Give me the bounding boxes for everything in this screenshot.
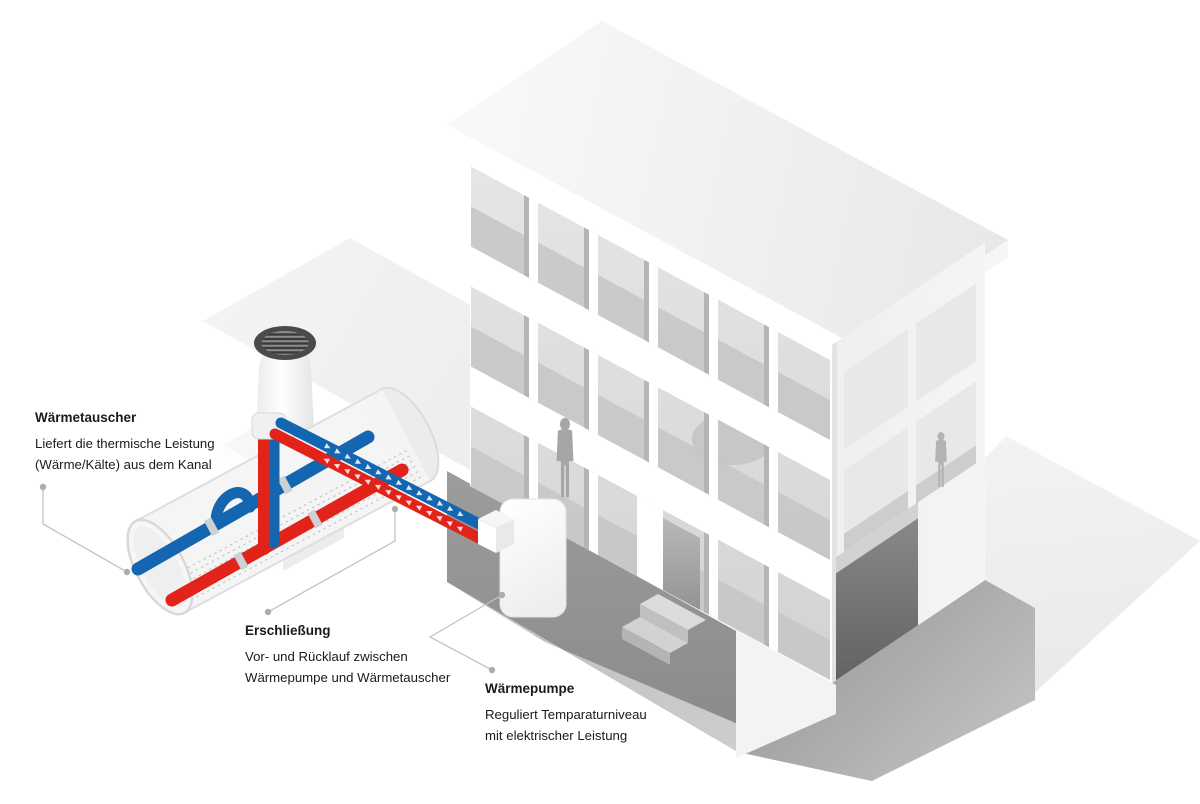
pipe-riser bbox=[251, 412, 287, 555]
flow-arrow bbox=[334, 448, 341, 454]
building-left-facade bbox=[470, 150, 832, 682]
flow-arrow bbox=[395, 495, 402, 501]
flow-arrow bbox=[456, 526, 464, 532]
person-silhouette bbox=[935, 432, 947, 487]
person-silhouette bbox=[556, 417, 574, 498]
flow-arrow bbox=[457, 511, 464, 516]
callout-erschliessung: Erschließung Vor- und Rücklauf zwischen … bbox=[245, 623, 450, 688]
shaft-cylinder bbox=[256, 350, 314, 430]
flow-arrow bbox=[406, 484, 413, 490]
callout-text-line: mit elektrischer Leistung bbox=[485, 728, 628, 743]
flow-arrow bbox=[365, 464, 372, 469]
pipe-connector bbox=[478, 510, 514, 553]
flow-arrow bbox=[405, 500, 412, 506]
leader-dot bbox=[264, 608, 272, 616]
flow-arrow bbox=[395, 479, 403, 485]
leader-dot bbox=[488, 666, 496, 674]
pipe-loop bbox=[210, 487, 256, 531]
flow-arrow bbox=[436, 516, 443, 522]
flow-arrow bbox=[416, 490, 423, 496]
flow-arrow bbox=[344, 453, 351, 459]
garage-opening bbox=[836, 518, 918, 681]
heat-pump-unit bbox=[499, 498, 567, 618]
callout-text-line: Wärmepumpe und Wärmetauscher bbox=[245, 670, 451, 685]
callout-text-line: Reguliert Temparaturniveau bbox=[485, 707, 647, 722]
pipe-collars bbox=[204, 475, 323, 571]
return-pipe-red bbox=[165, 463, 409, 607]
flow-arrow bbox=[385, 474, 392, 480]
callout-text-line: Vor- und Rücklauf zwischen bbox=[245, 649, 408, 664]
leader-dot bbox=[391, 505, 399, 513]
flow-arrow bbox=[324, 443, 331, 449]
foundation-block bbox=[736, 630, 836, 758]
leader-line bbox=[428, 591, 506, 674]
flow-arrow bbox=[415, 505, 423, 511]
flow-arrows bbox=[323, 443, 464, 532]
vent-grate-icon bbox=[254, 326, 316, 360]
flow-arrow bbox=[323, 458, 330, 464]
flow-arrow bbox=[364, 479, 371, 485]
callout-waermepumpe: Wärmepumpe Reguliert Temparaturniveau mi… bbox=[485, 681, 647, 746]
window-mullions bbox=[524, 195, 778, 652]
flow-arrow bbox=[426, 495, 433, 501]
callout-title: Wärmetauscher bbox=[35, 410, 137, 425]
flow-arrow bbox=[333, 464, 341, 469]
callout-title: Erschließung bbox=[245, 623, 331, 638]
leader-line bbox=[264, 505, 399, 616]
flow-arrow bbox=[426, 511, 433, 516]
flow-arrow bbox=[375, 469, 382, 475]
flow-arrow bbox=[447, 505, 454, 511]
callout-waermetauscher: Wärmetauscher Liefert die thermische Lei… bbox=[35, 410, 215, 475]
flow-arrow bbox=[344, 469, 351, 475]
flow-arrow bbox=[354, 474, 361, 480]
pipework bbox=[131, 412, 493, 607]
entrance-steps bbox=[622, 594, 706, 665]
flow-arrow bbox=[446, 521, 453, 527]
flow-arrow bbox=[436, 500, 444, 506]
leader-dot bbox=[498, 591, 506, 599]
flow-arrow bbox=[374, 484, 382, 490]
building-right-facade bbox=[832, 242, 985, 684]
building bbox=[447, 21, 1008, 758]
leader-lines bbox=[39, 483, 506, 674]
leader-line bbox=[39, 483, 131, 576]
entrance-door bbox=[637, 496, 700, 610]
flow-arrow bbox=[385, 490, 392, 496]
leader-dot bbox=[123, 568, 131, 576]
callout-text-line: (Wärme/Kälte) aus dem Kanal bbox=[35, 457, 212, 472]
leader-dot bbox=[39, 483, 47, 491]
flow-arrow bbox=[354, 458, 362, 464]
callout-text-line: Liefert die thermische Leistung bbox=[35, 436, 215, 451]
callout-title: Wärmepumpe bbox=[485, 681, 575, 696]
